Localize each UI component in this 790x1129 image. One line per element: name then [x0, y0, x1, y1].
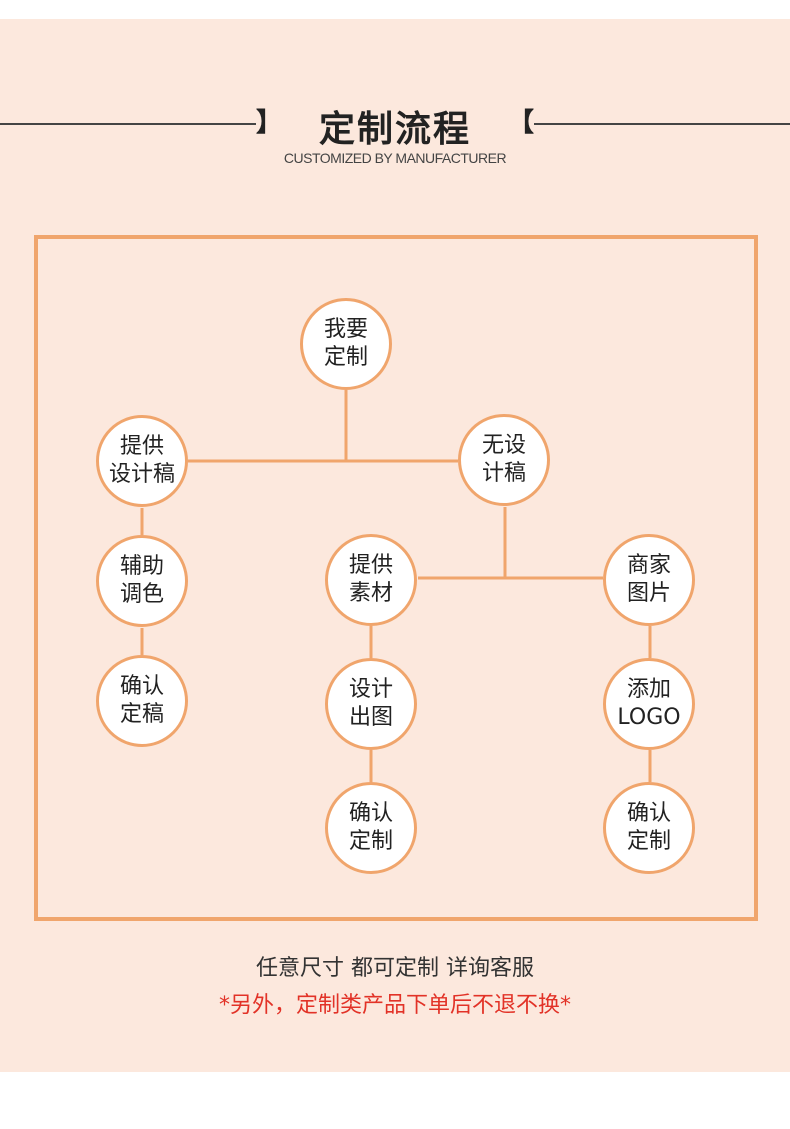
title-divider-right	[534, 123, 790, 125]
title-bracket-right: 【	[508, 108, 535, 138]
step-merchant-image: 商家 图片	[603, 534, 695, 626]
page-subtitle: CUSTOMIZED BY MANUFACTURER	[283, 150, 507, 166]
step-design-draft: 设计 出图	[325, 658, 417, 750]
page-title: 定制流程	[318, 109, 471, 150]
step-start-custom: 我要 定制	[300, 298, 392, 390]
step-provide-design: 提供 设计稿	[96, 415, 188, 507]
flow-frame	[34, 235, 758, 921]
step-assist-color: 辅助 调色	[96, 535, 188, 627]
title-row: 】 定制流程 【	[250, 100, 540, 150]
step-no-design: 无设 计稿	[458, 414, 550, 506]
no-return-warning: *另外，定制类产品下单后不退不换*	[218, 993, 571, 1018]
title-divider-left	[0, 123, 256, 125]
title-bracket-left: 】	[256, 108, 283, 138]
step-confirm-custom-b: 确认 定制	[603, 782, 695, 874]
step-provide-material: 提供 素材	[325, 534, 417, 626]
step-add-logo: 添加 LOGO	[603, 658, 695, 750]
step-confirm-custom-a: 确认 定制	[325, 782, 417, 874]
step-confirm-final: 确认 定稿	[96, 655, 188, 747]
custom-size-note: 任意尺寸 都可定制 详询客服	[256, 956, 534, 981]
